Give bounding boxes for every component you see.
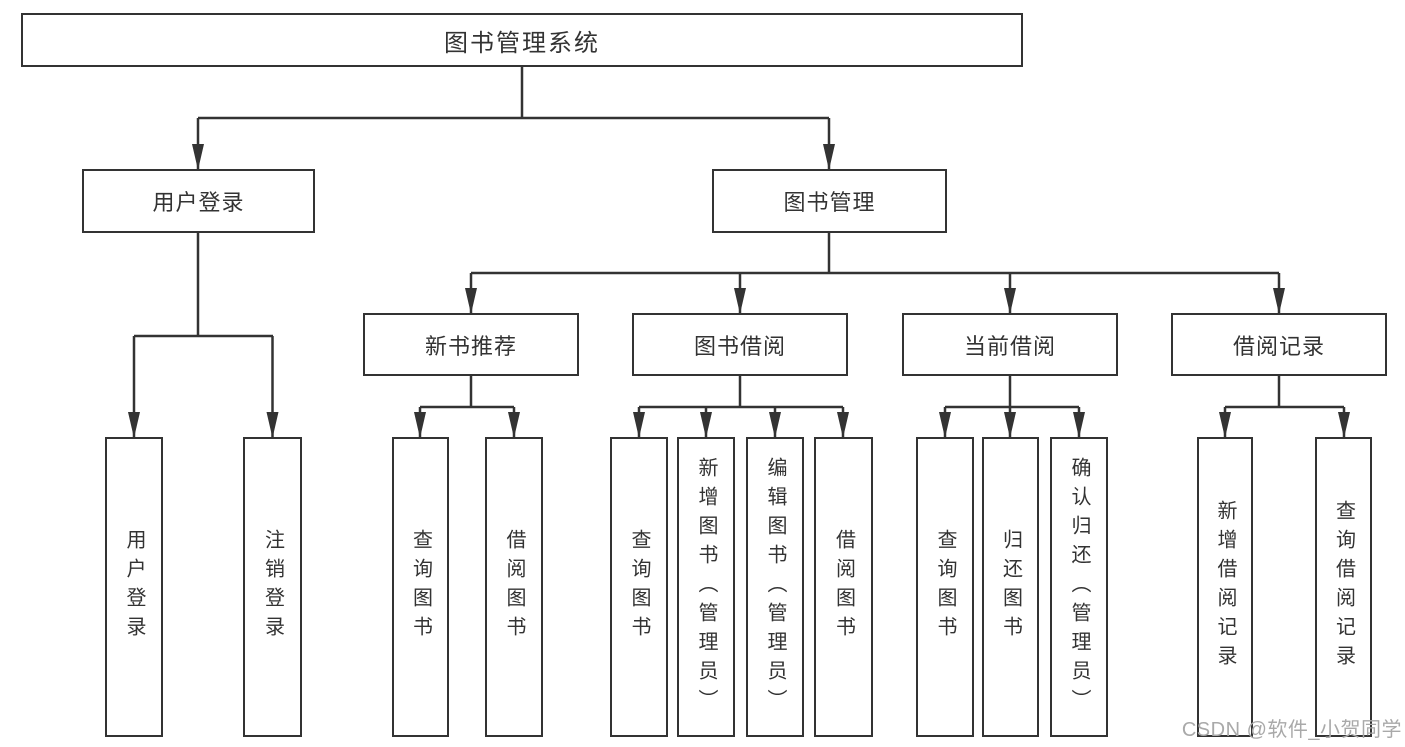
node-book-borrow: 图书借阅 bbox=[632, 313, 848, 376]
leaf-return-book: 归还图书 bbox=[982, 437, 1039, 737]
leaf-confirm-return-admin: 确认归还（管理员） bbox=[1050, 437, 1108, 737]
leaf-borrow-book-label: 借阅图书 bbox=[832, 529, 855, 645]
leaf-query-borrow-record: 查询借阅记录 bbox=[1315, 437, 1372, 737]
leaf-query-book-current: 查询图书 bbox=[916, 437, 974, 737]
node-root-label: 图书管理系统 bbox=[444, 29, 600, 57]
node-borrow-records-label: 借阅记录 bbox=[1232, 333, 1325, 359]
leaf-borrow-book-recommend-label: 借阅图书 bbox=[503, 529, 525, 645]
node-new-book-recommend: 新书推荐 bbox=[363, 313, 579, 376]
node-user-login: 用户登录 bbox=[82, 169, 315, 233]
node-book-borrow-label: 图书借阅 bbox=[693, 333, 786, 359]
leaf-user-login-label: 用户登录 bbox=[123, 529, 145, 645]
node-current-borrow-label: 当前借阅 bbox=[963, 333, 1056, 359]
csdn-watermark: CSDN @软件_小贺同学 bbox=[1181, 719, 1402, 741]
leaf-borrow-book: 借阅图书 bbox=[814, 437, 873, 737]
leaf-query-borrow-record-label: 查询借阅记录 bbox=[1332, 500, 1355, 674]
node-borrow-records: 借阅记录 bbox=[1171, 313, 1387, 376]
leaf-query-book-recommend-label: 查询图书 bbox=[409, 529, 432, 645]
leaf-add-book-admin-label: 新增图书（管理员） bbox=[695, 456, 717, 718]
leaf-add-book-admin: 新增图书（管理员） bbox=[677, 437, 735, 737]
leaf-add-borrow-record: 新增借阅记录 bbox=[1197, 437, 1253, 737]
leaf-query-book-borrow: 查询图书 bbox=[610, 437, 668, 737]
leaf-logout: 注销登录 bbox=[243, 437, 302, 737]
leaf-edit-book-admin: 编辑图书（管理员） bbox=[746, 437, 804, 737]
node-book-management-label: 图书管理 bbox=[783, 190, 876, 215]
leaf-add-borrow-record-label: 新增借阅记录 bbox=[1214, 500, 1236, 674]
leaf-edit-book-admin-label: 编辑图书（管理员） bbox=[764, 456, 786, 718]
node-current-borrow: 当前借阅 bbox=[902, 313, 1118, 376]
node-root: 图书管理系统 bbox=[21, 13, 1023, 67]
leaf-query-book-borrow-label: 查询图书 bbox=[628, 529, 650, 645]
leaf-query-book-recommend: 查询图书 bbox=[392, 437, 449, 737]
leaf-user-login: 用户登录 bbox=[105, 437, 163, 737]
node-user-login-label: 用户登录 bbox=[152, 190, 245, 215]
leaf-return-book-label: 归还图书 bbox=[999, 529, 1022, 645]
leaf-query-book-current-label: 查询图书 bbox=[934, 529, 956, 645]
node-book-management: 图书管理 bbox=[712, 169, 947, 233]
leaf-borrow-book-recommend: 借阅图书 bbox=[485, 437, 543, 737]
leaf-logout-label: 注销登录 bbox=[261, 529, 284, 645]
leaf-confirm-return-admin-label: 确认归还（管理员） bbox=[1068, 456, 1090, 718]
node-new-book-recommend-label: 新书推荐 bbox=[424, 333, 517, 359]
